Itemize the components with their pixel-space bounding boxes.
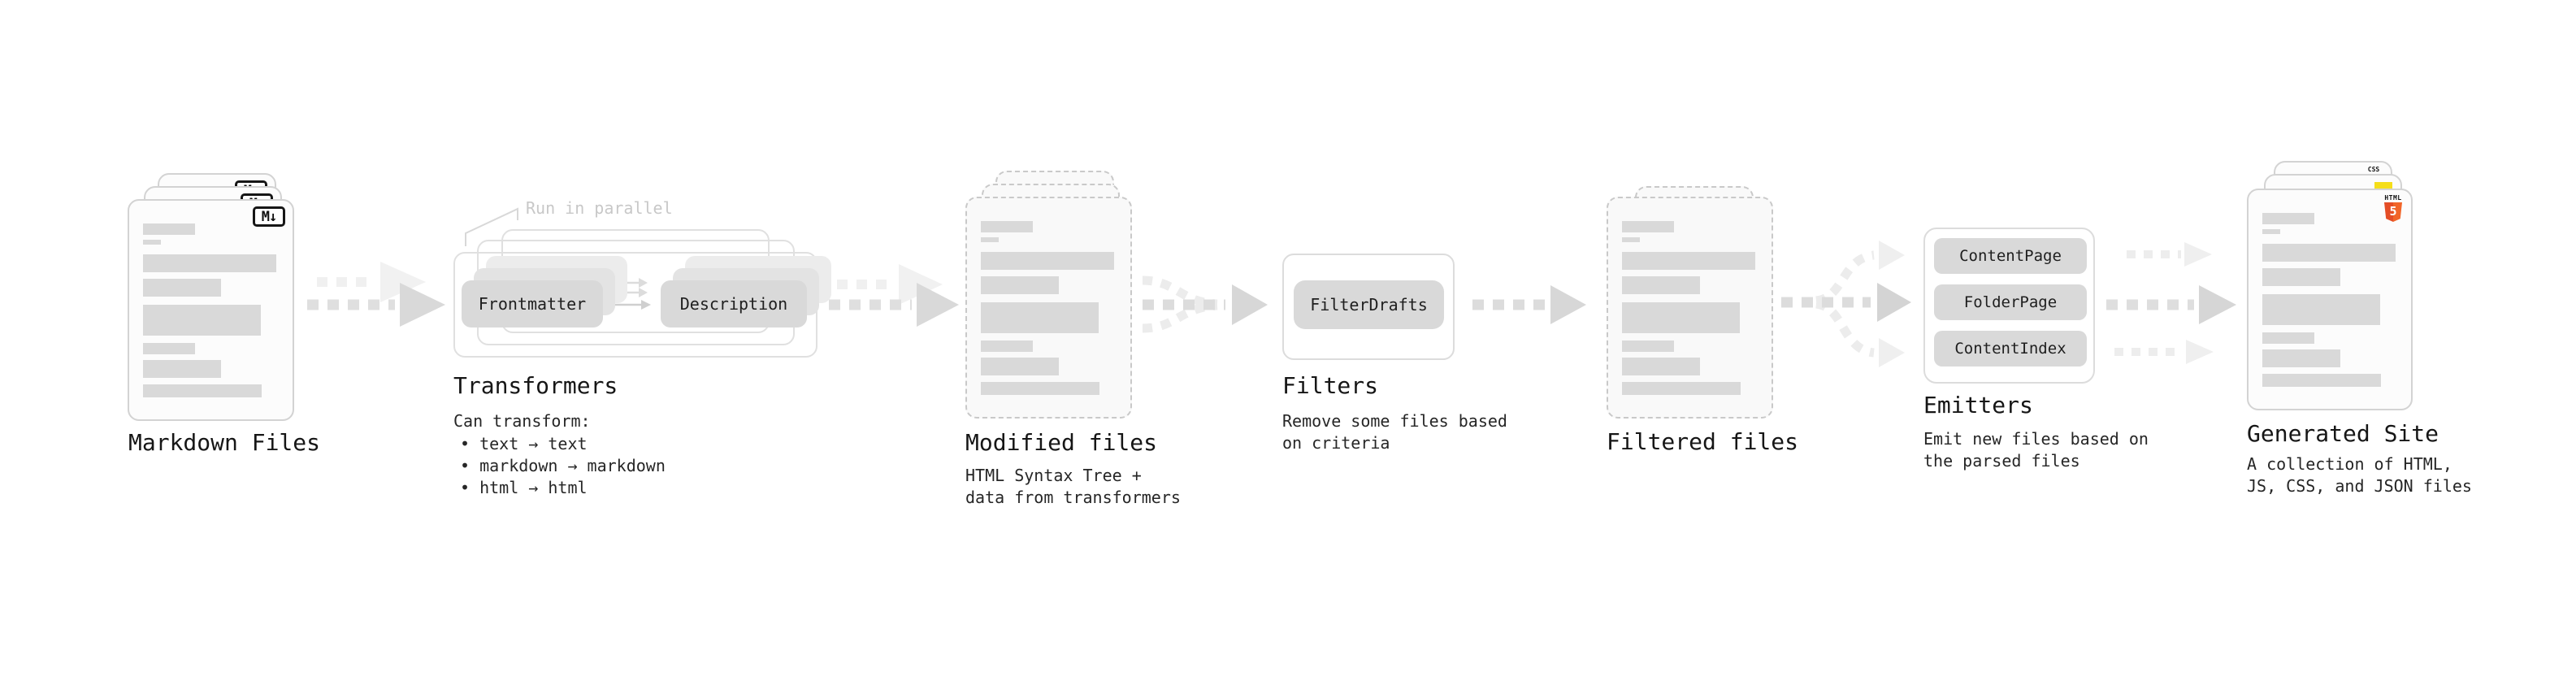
arrow-modified-to-filters	[1142, 275, 1268, 333]
file-card-front	[965, 197, 1132, 419]
section-title-markdown-files: Markdown Files	[128, 429, 321, 456]
section-title-modified-files: Modified files	[965, 429, 1158, 456]
emitter-pill-contentpage: ContentPage	[1934, 238, 2087, 274]
modified-files-desc: HTML Syntax Tree + data from transformer…	[965, 466, 1181, 507]
transformers-bullet: • html → html	[460, 478, 588, 497]
arrow-emitters-to-generated	[2106, 242, 2236, 364]
css-icon-label: CSS	[2367, 166, 2380, 173]
transformers-bullet: • markdown → markdown	[460, 456, 666, 475]
file-card-front: M↓	[128, 199, 294, 421]
arrow-markdown-to-transformers	[307, 262, 445, 327]
arrow-filters-to-filtered	[1472, 285, 1586, 324]
generated-site-desc: A collection of HTML, JS, CSS, and JSON …	[2247, 454, 2472, 496]
emitter-pill-folderpage: FolderPage	[1934, 284, 2087, 320]
html5-icon-label: HTML	[2384, 194, 2402, 202]
section-title-generated-site: Generated Site	[2247, 420, 2439, 447]
markdown-icon: M↓	[253, 206, 285, 227]
section-title-filtered-files: Filtered files	[1607, 428, 1799, 455]
section-title-transformers: Transformers	[453, 372, 618, 399]
arrow-transformers-to-modified	[829, 264, 959, 327]
html5-icon-shield: 5	[2384, 202, 2402, 222]
emitters-desc: Emit new files based on the parsed files	[1923, 429, 2149, 471]
transformer-pill-frontmatter: Frontmatter	[462, 280, 603, 327]
js-icon	[2374, 182, 2392, 189]
run-in-parallel-note: Run in parallel	[526, 198, 673, 218]
filter-pill-filterdrafts: FilterDrafts	[1294, 280, 1444, 329]
file-card-front	[1607, 197, 1773, 419]
file-card-front: HTML 5	[2247, 189, 2413, 410]
transformer-pill-description: Description	[661, 280, 807, 327]
html5-icon: HTML 5	[2383, 194, 2404, 222]
transformers-bullet: • text → text	[460, 434, 588, 453]
section-title-emitters: Emitters	[1923, 392, 2033, 419]
arrow-filtered-to-emitters	[1781, 241, 1911, 367]
filters-desc: Remove some files based on criteria	[1282, 411, 1507, 453]
transformers-subtitle: Can transform:	[453, 411, 591, 431]
section-title-filters: Filters	[1282, 372, 1379, 399]
emitter-pill-contentindex: ContentIndex	[1934, 331, 2087, 367]
